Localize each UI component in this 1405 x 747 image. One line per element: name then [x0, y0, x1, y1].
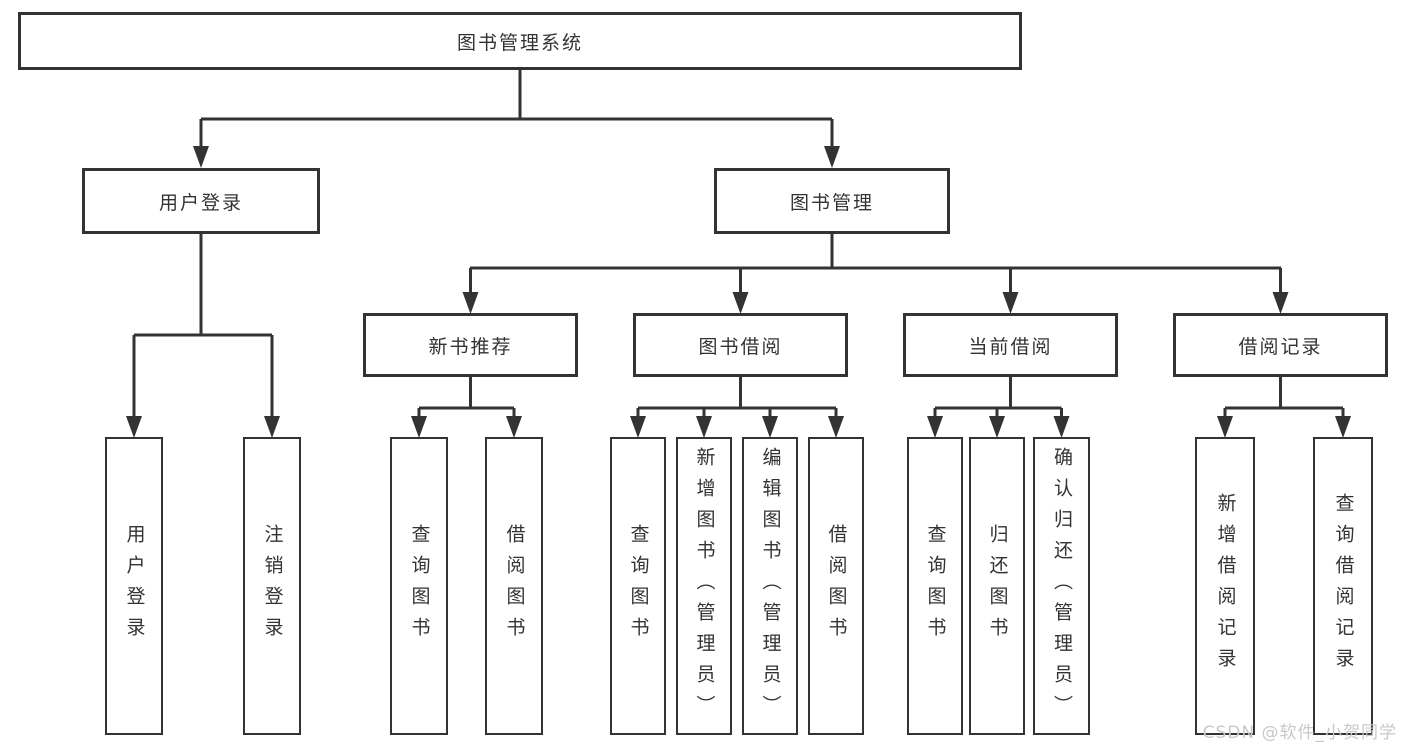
- node-book-management-label: 图书管理: [789, 191, 874, 214]
- node-query-books-1: 查询图书: [390, 437, 448, 735]
- arrowhead-query-borrow-record: [1335, 416, 1351, 438]
- edge-borrowing-records-to-leaves: [1223, 377, 1345, 419]
- arrowhead-borrowing-records: [1272, 292, 1289, 314]
- edge-current-borrowing-to-leaves: [933, 377, 1063, 419]
- node-borrowing-records: 借阅记录: [1173, 313, 1388, 377]
- arrowhead-borrow-books-1: [506, 416, 522, 438]
- node-current-borrowing-label: 当前借阅: [968, 335, 1053, 358]
- arrowhead-book-borrowing: [732, 292, 749, 314]
- leaf-label: 查询图书: [627, 524, 650, 648]
- node-edit-book-admin: 编辑图书（管理员）: [742, 437, 798, 735]
- node-borrowing-records-label: 借阅记录: [1238, 335, 1323, 358]
- arrowhead-return-books: [989, 416, 1005, 438]
- node-new-book-recommend-label: 新书推荐: [428, 335, 513, 358]
- node-query-borrow-record: 查询借阅记录: [1313, 437, 1373, 735]
- node-borrow-books-2: 借阅图书: [808, 437, 864, 735]
- node-query-books-3: 查询图书: [907, 437, 963, 735]
- node-root: 图书管理系统: [18, 12, 1022, 70]
- node-user-login: 用户登录: [82, 168, 320, 234]
- node-user-login-leaf: 用户登录: [105, 437, 163, 735]
- leaf-label: 确认归还（管理员）: [1051, 446, 1073, 726]
- node-book-management: 图书管理: [714, 168, 950, 234]
- leaf-label: 归还图书: [986, 524, 1009, 648]
- node-borrow-books-1: 借阅图书: [485, 437, 543, 735]
- node-book-borrowing: 图书借阅: [633, 313, 848, 377]
- arrowhead-confirm-return: [1053, 416, 1070, 438]
- node-current-borrowing: 当前借阅: [903, 313, 1118, 377]
- node-confirm-return-admin: 确认归还（管理员）: [1033, 437, 1090, 735]
- leaf-label: 注销登录: [261, 524, 284, 648]
- node-root-label: 图书管理系统: [456, 31, 583, 54]
- arrowhead-query-books-2: [630, 416, 646, 438]
- arrowhead-logout-leaf: [264, 416, 280, 438]
- arrowhead-user-login: [193, 146, 209, 168]
- edge-user-login-to-leaves: [132, 234, 274, 419]
- arrowhead-query-books-3: [927, 416, 943, 438]
- arrowhead-book-management: [824, 146, 840, 168]
- arrowhead-new-book-recommend: [462, 292, 479, 314]
- arrowhead-add-book: [696, 416, 712, 438]
- leaf-label: 查询借阅记录: [1332, 493, 1355, 679]
- node-logout-leaf: 注销登录: [243, 437, 301, 735]
- edge-book-borrowing-to-leaves: [636, 377, 838, 419]
- node-add-borrow-record: 新增借阅记录: [1195, 437, 1255, 735]
- edge-root-to-level2: [199, 70, 834, 150]
- edge-new-book-recommend-to-leaves: [417, 377, 516, 419]
- leaf-label: 借阅图书: [503, 524, 526, 648]
- leaf-label: 用户登录: [123, 524, 146, 648]
- leaf-label: 查询图书: [924, 524, 947, 648]
- leaf-label: 编辑图书（管理员）: [759, 446, 782, 726]
- node-add-book-admin: 新增图书（管理员）: [676, 437, 732, 735]
- edge-book-management-to-level3: [469, 234, 1282, 296]
- arrowhead-query-books-1: [411, 416, 427, 438]
- node-book-borrowing-label: 图书借阅: [698, 335, 783, 358]
- leaf-label: 查询图书: [408, 524, 431, 648]
- arrowhead-user-login-leaf: [126, 416, 142, 438]
- node-return-books: 归还图书: [969, 437, 1025, 735]
- arrowhead-current-borrowing: [1002, 292, 1019, 314]
- node-new-book-recommend: 新书推荐: [363, 313, 578, 377]
- node-user-login-label: 用户登录: [158, 191, 243, 214]
- leaf-label: 新增借阅记录: [1214, 493, 1237, 679]
- arrowhead-borrow-books-2: [828, 416, 844, 438]
- arrowhead-add-borrow-record: [1217, 416, 1233, 438]
- csdn-watermark: CSDN @软件_小贺同学: [1202, 723, 1397, 743]
- node-query-books-2: 查询图书: [610, 437, 666, 735]
- leaf-label: 借阅图书: [825, 524, 848, 648]
- leaf-label: 新增图书（管理员）: [693, 446, 716, 726]
- arrowhead-edit-book: [762, 416, 778, 438]
